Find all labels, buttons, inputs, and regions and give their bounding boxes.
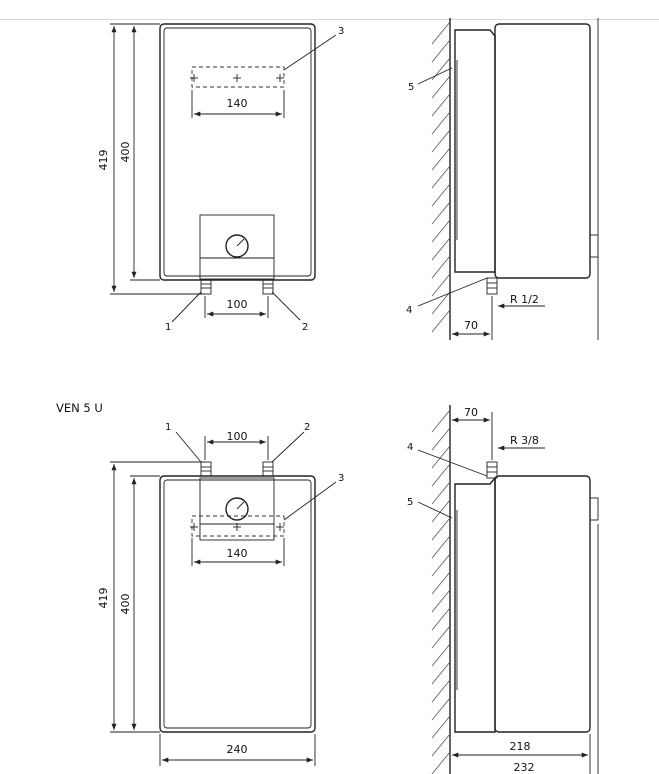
tank-side — [494, 23, 591, 279]
wall-hatching — [431, 21, 451, 333]
callout-4: 4 — [406, 305, 412, 316]
dim-body-height: 400 — [119, 594, 132, 615]
callout-3: 3 — [338, 473, 344, 484]
knob-side — [589, 497, 599, 521]
callout-3: 3 — [338, 26, 344, 37]
callout-5: 5 — [408, 82, 414, 93]
wall-bracket-outline — [191, 515, 285, 537]
dim-bracket-width: 140 — [227, 547, 248, 560]
thread-label: R 3/8 — [510, 434, 539, 447]
temperature-knob-icon — [225, 234, 249, 258]
callout-4: 4 — [407, 442, 413, 453]
front-view-top — [110, 23, 337, 323]
tank-body — [159, 475, 316, 733]
dim-pipe-spacing: 100 — [227, 430, 248, 443]
callout-5: 5 — [407, 497, 413, 508]
header-divider — [0, 19, 659, 20]
dim-body-height: 400 — [119, 142, 132, 163]
dim-body-width: 240 — [227, 743, 248, 756]
thread-label: R 1/2 — [510, 293, 539, 306]
temperature-knob-icon — [225, 497, 249, 521]
callout-2: 2 — [304, 422, 310, 433]
callout-1: 1 — [165, 422, 171, 433]
dim-depth-body: 218 — [510, 740, 531, 753]
front-view-bottom — [110, 431, 337, 766]
tank-side — [494, 475, 591, 733]
dim-wall-to-pipe: 70 — [464, 319, 478, 332]
dim-total-height: 419 — [97, 588, 110, 609]
knob-side — [589, 234, 599, 258]
control-panel — [199, 214, 275, 280]
connection-pipes — [200, 279, 274, 295]
dim-pipe-spacing: 100 — [227, 298, 248, 311]
dim-depth-total: 232 — [514, 761, 535, 774]
tank-body-inner — [163, 27, 312, 277]
tank-body — [159, 23, 316, 281]
callout-2: 2 — [302, 322, 308, 333]
dim-bracket-width: 140 — [227, 97, 248, 110]
dim-wall-to-pipe: 70 — [464, 406, 478, 419]
tank-body-inner — [163, 479, 312, 729]
wall-bracket-outline — [191, 66, 285, 88]
side-view-top — [417, 18, 599, 340]
callout-1: 1 — [165, 322, 171, 333]
control-panel — [199, 477, 275, 541]
connection-pipes — [200, 461, 274, 477]
dim-total-height: 419 — [97, 150, 110, 171]
model-label: VEN 5 U — [56, 401, 103, 415]
side-view-bottom — [417, 405, 599, 774]
wall-hatching — [431, 409, 451, 774]
